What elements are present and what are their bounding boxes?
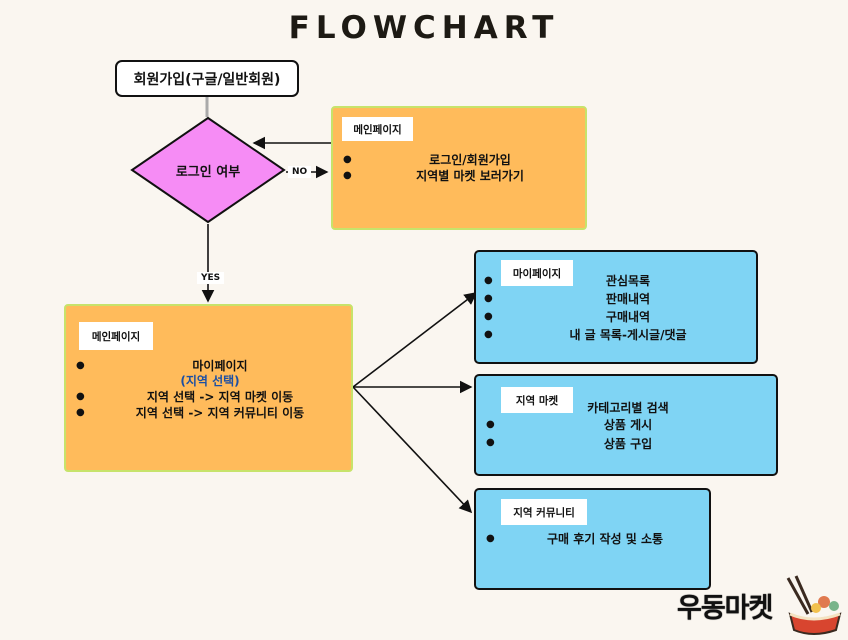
- diagram-title: FLOWCHART: [288, 10, 560, 46]
- main-to-mypage-arrow: [352, 292, 478, 388]
- market-item-post-product: 상품 게시: [603, 418, 653, 432]
- mypage-item-wishlist: 관심목록: [605, 274, 651, 288]
- bullet: ●: [76, 391, 85, 402]
- bullet: ●: [484, 293, 493, 304]
- mypage-item-purchases: 구매내역: [605, 310, 651, 324]
- main-item-mypage: 마이페이지: [192, 359, 248, 373]
- bullet: ●: [486, 419, 495, 430]
- main-to-community-arrow: [352, 386, 473, 514]
- market-tag: 지역 마켓: [501, 387, 573, 413]
- decision-label: 로그인 여부: [175, 164, 241, 180]
- bullet: ●: [486, 533, 495, 544]
- main-item-to-market: 지역 선택 -> 지역 마켓 이동: [146, 390, 294, 404]
- mypage-tag: 마이페이지: [501, 260, 573, 286]
- udon-bowl-icon: [786, 575, 842, 635]
- community-tag: 지역 커뮤니티: [501, 499, 587, 525]
- edge-label-yes: YES: [197, 272, 225, 284]
- mypage-item-my-posts: 내 글 목록-게시글/댓글: [569, 328, 687, 342]
- bullet: ●: [76, 360, 85, 371]
- market-item-category-search: 카테고리별 검색: [587, 401, 669, 415]
- bullet: ●: [76, 407, 85, 418]
- main-item-region-select: (지역 선택): [180, 374, 240, 388]
- main-page-tag: 메인페이지: [79, 322, 153, 350]
- bullet: ●: [486, 437, 495, 448]
- mypage-item-sales: 판매내역: [605, 292, 651, 306]
- main-page-box: [64, 304, 353, 472]
- bullet: ●: [484, 275, 493, 286]
- guest-main-page-tag: 메인페이지: [342, 117, 413, 141]
- bullet: ●: [343, 170, 352, 181]
- guest-item-login: 로그인/회원가입: [429, 153, 511, 167]
- bullet: ●: [484, 329, 493, 340]
- bullet: ●: [343, 154, 352, 165]
- community-item-review: 구매 후기 작성 및 소통: [546, 532, 664, 546]
- signup-node: 회원가입(구글/일반회원): [115, 60, 299, 97]
- logo-wordmark: 우동마켓: [677, 593, 773, 624]
- guest-item-market: 지역별 마켓 보러가기: [416, 169, 524, 183]
- decision-diamond: [130, 116, 286, 224]
- market-item-buy-product: 상품 구입: [603, 437, 653, 451]
- edge-label-no: NO: [288, 166, 312, 178]
- bullet: ●: [484, 311, 493, 322]
- main-item-to-community: 지역 선택 -> 지역 커뮤니티 이동: [135, 406, 305, 420]
